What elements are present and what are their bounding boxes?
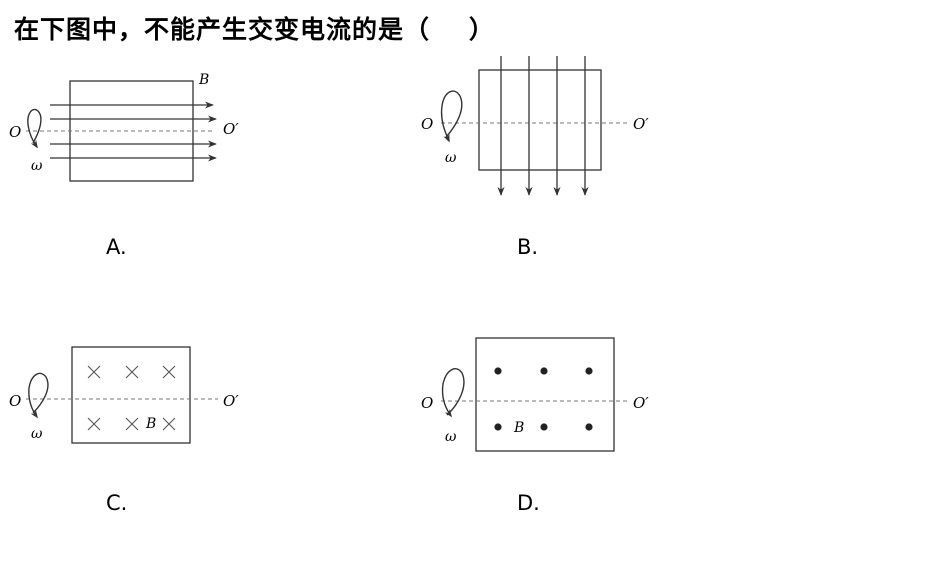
label-o-prime-d: O′ — [633, 394, 649, 412]
figure-c: O O′ ω B C. — [9, 346, 239, 515]
label-omega-b: ω — [445, 150, 457, 166]
coil-b — [478, 69, 602, 171]
label-o-a: O — [9, 123, 21, 141]
option-label-c: C. — [106, 491, 127, 515]
label-o-b: O — [421, 115, 433, 133]
field-crosses-c — [87, 365, 176, 431]
figure-d: O O′ ω B D. — [421, 337, 649, 515]
option-label-a: A. — [106, 235, 127, 259]
question-text: 在下图中，不能产生交变电流的是（ ） — [14, 15, 495, 44]
label-b-d: B — [513, 420, 524, 436]
label-b-c: B — [145, 416, 156, 432]
label-omega-d: ω — [445, 429, 457, 445]
rotation-arrow-b — [440, 90, 463, 143]
label-o-prime-b: O′ — [633, 115, 649, 133]
field-dots-d — [494, 367, 593, 431]
figure-b: O O′ ω B. — [421, 56, 649, 259]
label-omega-a: ω — [31, 158, 43, 174]
label-omega-c: ω — [31, 426, 43, 442]
label-o-d: O — [421, 394, 433, 412]
option-label-d: D. — [517, 491, 540, 515]
figure-a: O O′ ω B A. — [9, 72, 239, 259]
label-o-prime-c: O′ — [223, 392, 239, 410]
coil-c — [71, 346, 191, 444]
field-lines-b — [497, 56, 589, 196]
option-label-b: B. — [517, 235, 538, 259]
rotation-arrow-c — [28, 372, 49, 419]
label-o-c: O — [9, 392, 21, 410]
rotation-arrow-d — [441, 368, 465, 418]
rotation-arrow-a — [27, 108, 42, 149]
field-lines-a — [50, 101, 217, 162]
label-b-a: B — [198, 72, 209, 88]
coil-d — [475, 337, 615, 452]
label-o-prime-a: O′ — [223, 120, 239, 138]
